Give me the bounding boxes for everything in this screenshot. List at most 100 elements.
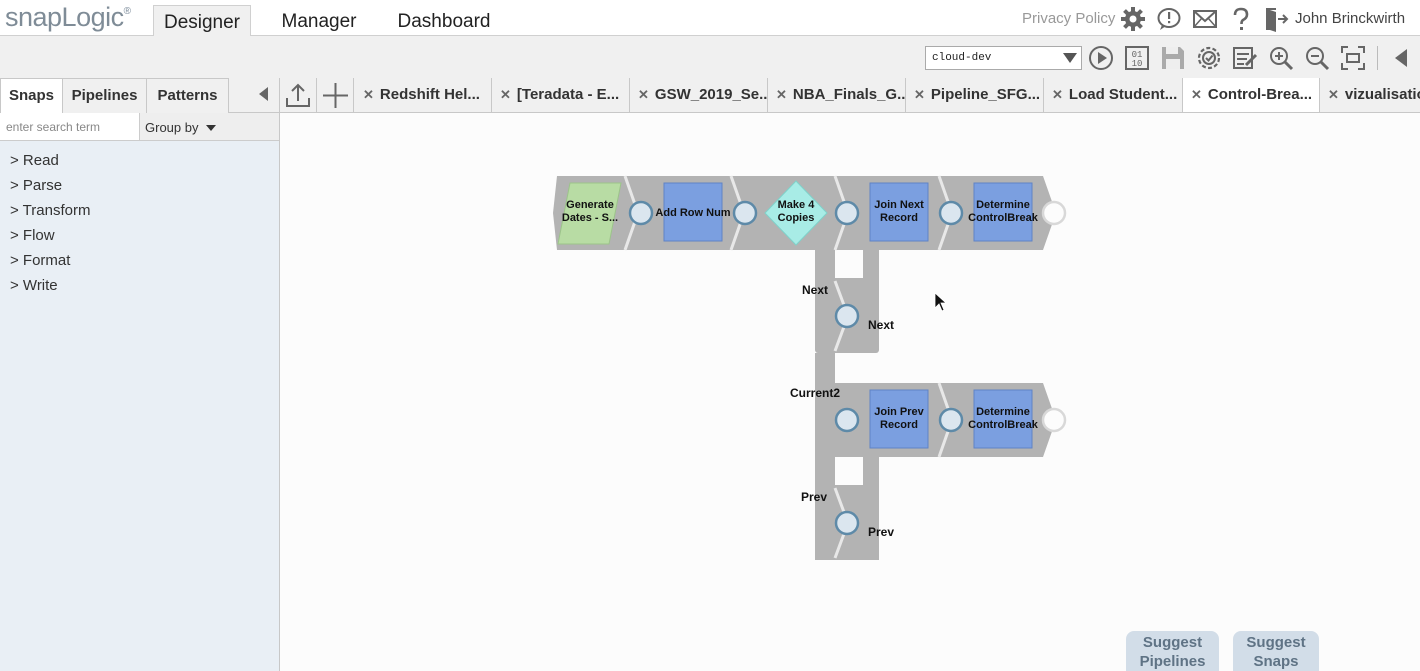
add-icon[interactable] (317, 78, 354, 112)
snap-make-copies[interactable] (764, 180, 828, 246)
close-icon[interactable]: ✕ (363, 87, 374, 102)
upload-icon[interactable] (280, 78, 317, 112)
mouse-cursor-icon (934, 292, 948, 312)
logout-icon[interactable] (1264, 6, 1290, 32)
snap-add-row-num-label: Add Row Num (655, 207, 730, 219)
search-input[interactable] (0, 113, 140, 141)
privacy-policy-link[interactable]: Privacy Policy (1022, 10, 1116, 27)
port[interactable] (834, 407, 860, 433)
category-list: > Read > Parse > Transform > Flow > Form… (10, 151, 90, 301)
category-flow[interactable]: > Flow (10, 227, 55, 244)
category-parse[interactable]: > Parse (10, 177, 63, 194)
group-by-select[interactable]: Group by (140, 113, 279, 141)
snap-add-row-num[interactable] (663, 182, 723, 242)
tab-snaps[interactable]: Snaps (0, 78, 63, 114)
pipeline-tab[interactable]: ✕ NBA_Finals_G... (768, 78, 906, 112)
close-icon[interactable]: ✕ (1191, 87, 1202, 102)
zoom-in-icon[interactable] (1268, 45, 1294, 71)
branch-connector (815, 353, 835, 383)
pipeline-tabs: ✕ Redshift Hel... ✕[Teradata - E... ✕ GSW_… (280, 78, 1420, 113)
gear-icon[interactable] (1120, 6, 1146, 32)
snap-join-next[interactable] (869, 182, 929, 242)
tab-designer[interactable]: Designer (153, 5, 251, 37)
category-read[interactable]: > Read (10, 152, 59, 169)
execute-icon[interactable] (1088, 45, 1114, 71)
notch (835, 353, 879, 383)
chevron-down-icon (1063, 53, 1077, 63)
top-bar: snapLogic® Designer Manager Dashboard Pr… (0, 0, 1420, 37)
pipeline-tab-label: NBA_Finals_G... (792, 86, 906, 103)
pipeline-tab-label: vizualisatio (1344, 86, 1420, 103)
port[interactable] (938, 407, 964, 433)
snap-join-prev[interactable] (869, 389, 929, 449)
open-output-port[interactable] (1041, 200, 1067, 226)
port-label: Prev (801, 490, 827, 504)
close-icon[interactable]: ✕ (500, 87, 511, 102)
tab-manager[interactable]: Manager (281, 11, 357, 32)
svg-text:01: 01 (1132, 50, 1143, 60)
open-output-port[interactable] (1041, 407, 1067, 433)
tab-pipelines[interactable]: Pipelines (62, 78, 147, 113)
port-label: Current2 (790, 386, 840, 400)
zoom-out-icon[interactable] (1304, 45, 1330, 71)
port[interactable] (732, 200, 758, 226)
help-icon[interactable] (1228, 6, 1254, 32)
port[interactable] (834, 200, 860, 226)
close-icon[interactable]: ✕ (1328, 87, 1339, 102)
check-icon[interactable] (1232, 45, 1258, 71)
port[interactable] (834, 510, 860, 536)
snaps-sidebar: Snaps Pipelines Patterns Group by > Read… (0, 78, 280, 671)
save-icon[interactable] (1160, 45, 1186, 71)
pipeline-tab[interactable]: ✕ Redshift Hel... (355, 78, 492, 112)
category-write[interactable]: > Write (10, 277, 58, 294)
pipeline-tab[interactable]: ✕[Teradata - E... (492, 78, 630, 112)
snap-determine-1[interactable] (973, 182, 1033, 242)
environment-value: cloud-dev (932, 52, 992, 64)
tab-dashboard[interactable]: Dashboard (397, 11, 491, 32)
settings-icon[interactable] (1196, 45, 1222, 71)
port[interactable] (834, 303, 860, 329)
user-name[interactable]: John Brinckwirth (1295, 10, 1406, 27)
environment-select[interactable]: cloud-dev (925, 46, 1082, 70)
pipeline-tab-label: Pipeline_SFG... (930, 86, 1041, 103)
sidebar-tabs: Snaps Pipelines Patterns (0, 78, 279, 114)
fit-icon[interactable] (1340, 45, 1366, 71)
snap-determine-2[interactable] (973, 389, 1033, 449)
port[interactable] (628, 200, 654, 226)
pipeline-tab-label: Redshift Hel... (379, 86, 480, 103)
pipeline-tab[interactable]: ✕ vizualisatio (1320, 78, 1420, 112)
close-icon[interactable]: ✕ (638, 87, 649, 102)
collapse-sidebar-icon[interactable] (259, 87, 268, 101)
snap-generate[interactable] (557, 182, 622, 245)
collapse-icon[interactable] (1389, 45, 1415, 71)
pipeline-tab-label: GSW_2019_Se... (654, 86, 768, 103)
pipeline-tab[interactable]: ✕ Pipeline_SFG... (906, 78, 1044, 112)
pipeline-tab-label: Control-Brea... (1207, 86, 1313, 103)
port-label: Next (802, 283, 828, 297)
tab-patterns[interactable]: Patterns (146, 78, 229, 113)
category-format[interactable]: > Format (10, 252, 71, 269)
feedback-icon[interactable] (1156, 6, 1182, 32)
svg-text:10: 10 (1132, 59, 1143, 69)
close-icon[interactable]: ✕ (776, 87, 787, 102)
mail-icon[interactable] (1192, 6, 1218, 32)
divider (1377, 46, 1378, 70)
pipeline-tab-active[interactable]: ✕ Control-Brea... (1183, 78, 1320, 112)
port[interactable] (938, 200, 964, 226)
pipeline-tab[interactable]: ✕ GSW_2019_Se... (630, 78, 768, 112)
close-icon[interactable]: ✕ (1052, 87, 1063, 102)
pipeline-tab[interactable]: ✕ Load Student... (1044, 78, 1183, 112)
category-transform[interactable]: > Transform (10, 202, 91, 219)
pipeline-tab-label: Load Student... (1068, 86, 1178, 103)
close-icon[interactable]: ✕ (914, 87, 925, 102)
port-label: Prev (868, 525, 894, 539)
